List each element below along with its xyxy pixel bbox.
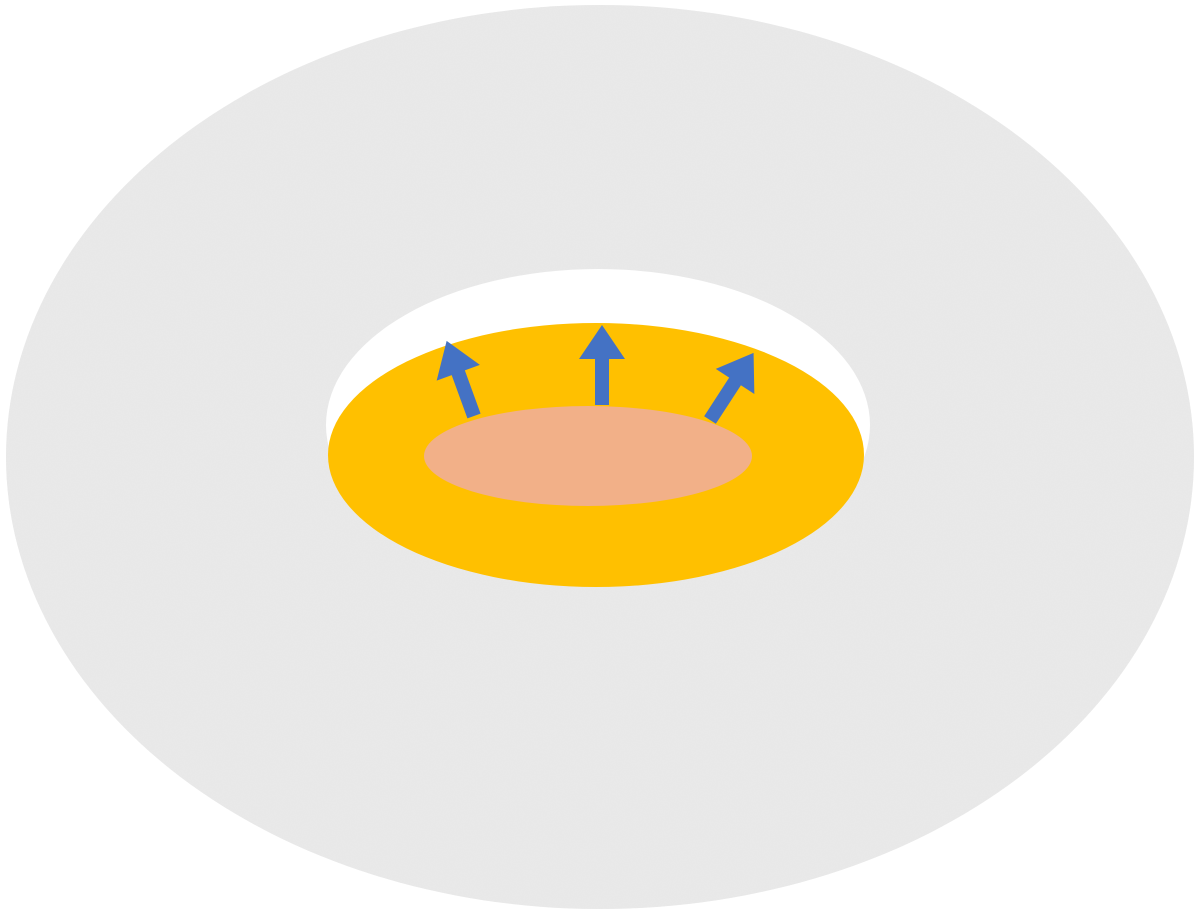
inner-core	[424, 406, 752, 506]
